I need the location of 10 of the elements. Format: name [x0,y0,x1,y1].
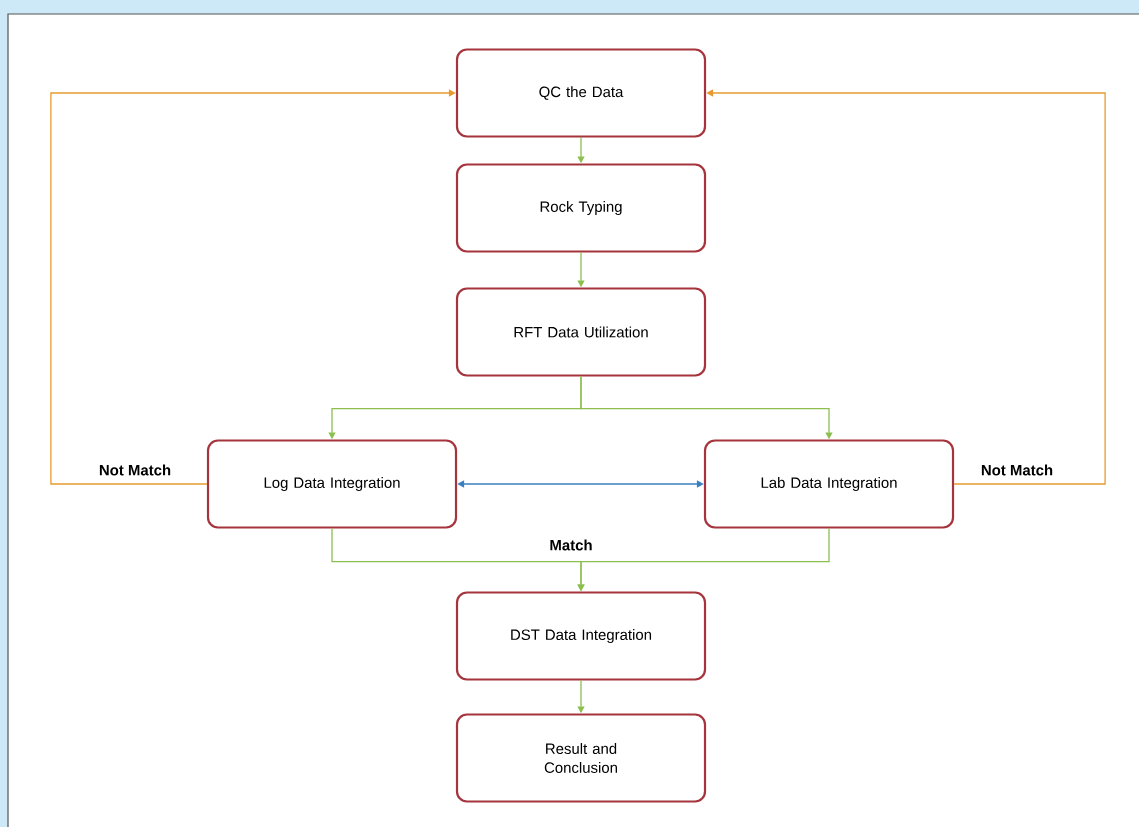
process-box: RFT Data Utilization [455,287,707,377]
process-box: QC the Data [455,48,707,138]
process-box: Rock Typing [455,163,707,253]
arrow [706,89,1106,485]
process-box: DST Data Integration [455,591,707,681]
process-box: Result and Conclusion [455,713,707,803]
process-box: Lab Data Integration [703,439,955,529]
arrow [50,89,456,485]
process-box: Log Data Integration [206,439,458,529]
arrow [457,480,704,488]
